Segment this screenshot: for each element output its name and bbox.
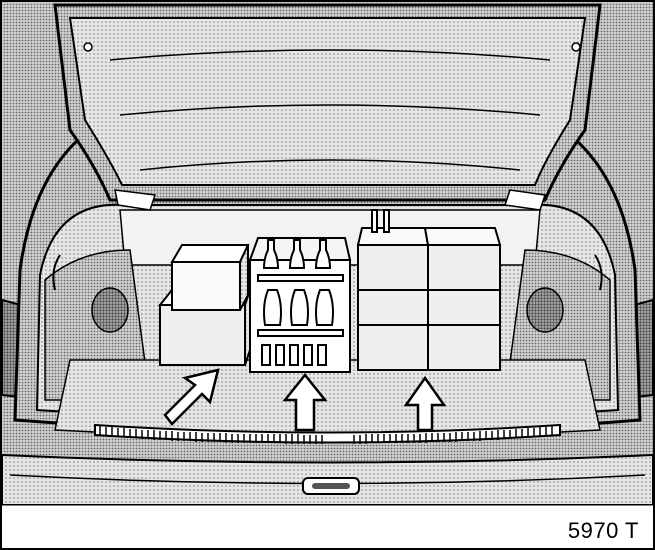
cargo-box-left (157, 244, 252, 366)
loading-arrow-right (403, 375, 447, 432)
trunk-lid-inner (68, 17, 587, 186)
headrest-post (371, 209, 390, 233)
figure-code: 5970 T (567, 518, 639, 543)
cargo-box-stack-right (356, 227, 502, 371)
lid-hinge-right (504, 189, 546, 211)
bottle-crate (248, 237, 352, 373)
lid-hinge-left (114, 189, 157, 211)
loading-arrow-center (282, 372, 328, 432)
loading-arrow-left (163, 368, 220, 426)
